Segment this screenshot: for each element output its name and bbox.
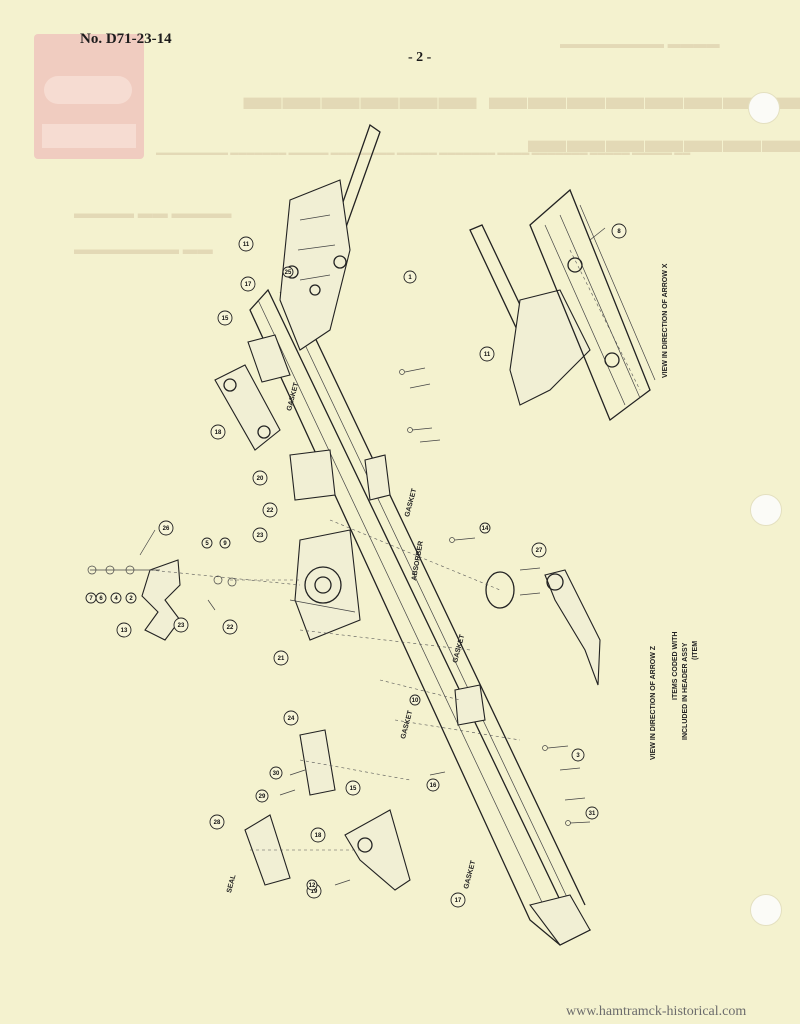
svg-text:31: 31	[589, 811, 596, 817]
view-arrow-x-label: VIEW IN DIRECTION OF ARROW X	[662, 263, 669, 378]
svg-text:17: 17	[455, 898, 462, 904]
svg-text:14: 14	[482, 526, 489, 532]
items-coded-note-2: INCLUDED IN HEADER ASSY	[682, 642, 689, 740]
lower-brackets	[244, 449, 486, 891]
items-coded-note-1: ITEMS CODED WITH	[672, 631, 679, 700]
top-bracket	[279, 123, 381, 351]
svg-text:2: 2	[129, 596, 133, 602]
svg-text:8: 8	[617, 229, 621, 235]
svg-text:3: 3	[576, 753, 580, 759]
svg-text:6: 6	[99, 596, 103, 602]
header-rail	[249, 284, 592, 946]
svg-text:9: 9	[223, 541, 227, 547]
svg-text:22: 22	[227, 625, 234, 631]
svg-text:22: 22	[267, 508, 274, 514]
svg-text:26: 26	[163, 526, 170, 532]
svg-text:19: 19	[311, 889, 318, 895]
callout-bubbles: 11 17 15 18 20 22 23 26 13 23 22 21 27 8…	[85, 223, 627, 908]
svg-text:4: 4	[114, 596, 118, 602]
svg-text:10: 10	[412, 698, 419, 704]
inset-arrow-x	[469, 188, 656, 422]
svg-text:21: 21	[278, 656, 285, 662]
svg-text:12: 12	[309, 883, 316, 889]
punch-hole	[750, 894, 782, 926]
svg-text:15: 15	[222, 316, 229, 322]
view-arrow-z-label: VIEW IN DIRECTION OF ARROW Z	[650, 645, 657, 760]
ghost-logo-showthrough	[34, 34, 144, 159]
document-number: No. D71-23-14	[80, 31, 172, 47]
svg-text:29: 29	[259, 794, 266, 800]
svg-text:15: 15	[350, 786, 357, 792]
svg-text:16: 16	[430, 783, 437, 789]
svg-text:24: 24	[288, 716, 295, 722]
svg-text:18: 18	[315, 833, 322, 839]
link-bracket	[214, 334, 291, 451]
svg-text:5: 5	[205, 541, 209, 547]
hook-handle	[90, 559, 181, 641]
svg-text:23: 23	[178, 623, 185, 629]
items-coded-note-3: (ITEM	[692, 640, 699, 660]
explosion-lines	[149, 519, 521, 851]
punch-hole	[748, 92, 780, 124]
svg-text:20: 20	[257, 476, 264, 482]
svg-text:7: 7	[89, 596, 93, 602]
punch-hole	[750, 494, 782, 526]
locking-handle	[485, 569, 601, 686]
svg-text:17: 17	[245, 282, 252, 288]
fasteners	[87, 367, 591, 886]
svg-text:28: 28	[214, 820, 221, 826]
svg-text:13: 13	[121, 628, 128, 634]
svg-text:11: 11	[484, 352, 491, 358]
svg-text:11: 11	[243, 242, 250, 248]
svg-text:18: 18	[215, 430, 222, 436]
svg-text:27: 27	[536, 548, 543, 554]
svg-text:1: 1	[408, 275, 412, 281]
svg-text:25: 25	[285, 270, 292, 276]
page-number: - 2 -	[408, 50, 432, 65]
svg-text:30: 30	[273, 771, 280, 777]
latch-assembly	[289, 529, 361, 641]
svg-text:23: 23	[257, 533, 264, 539]
site-watermark: www.hamtramck-historical.com	[566, 1004, 747, 1019]
